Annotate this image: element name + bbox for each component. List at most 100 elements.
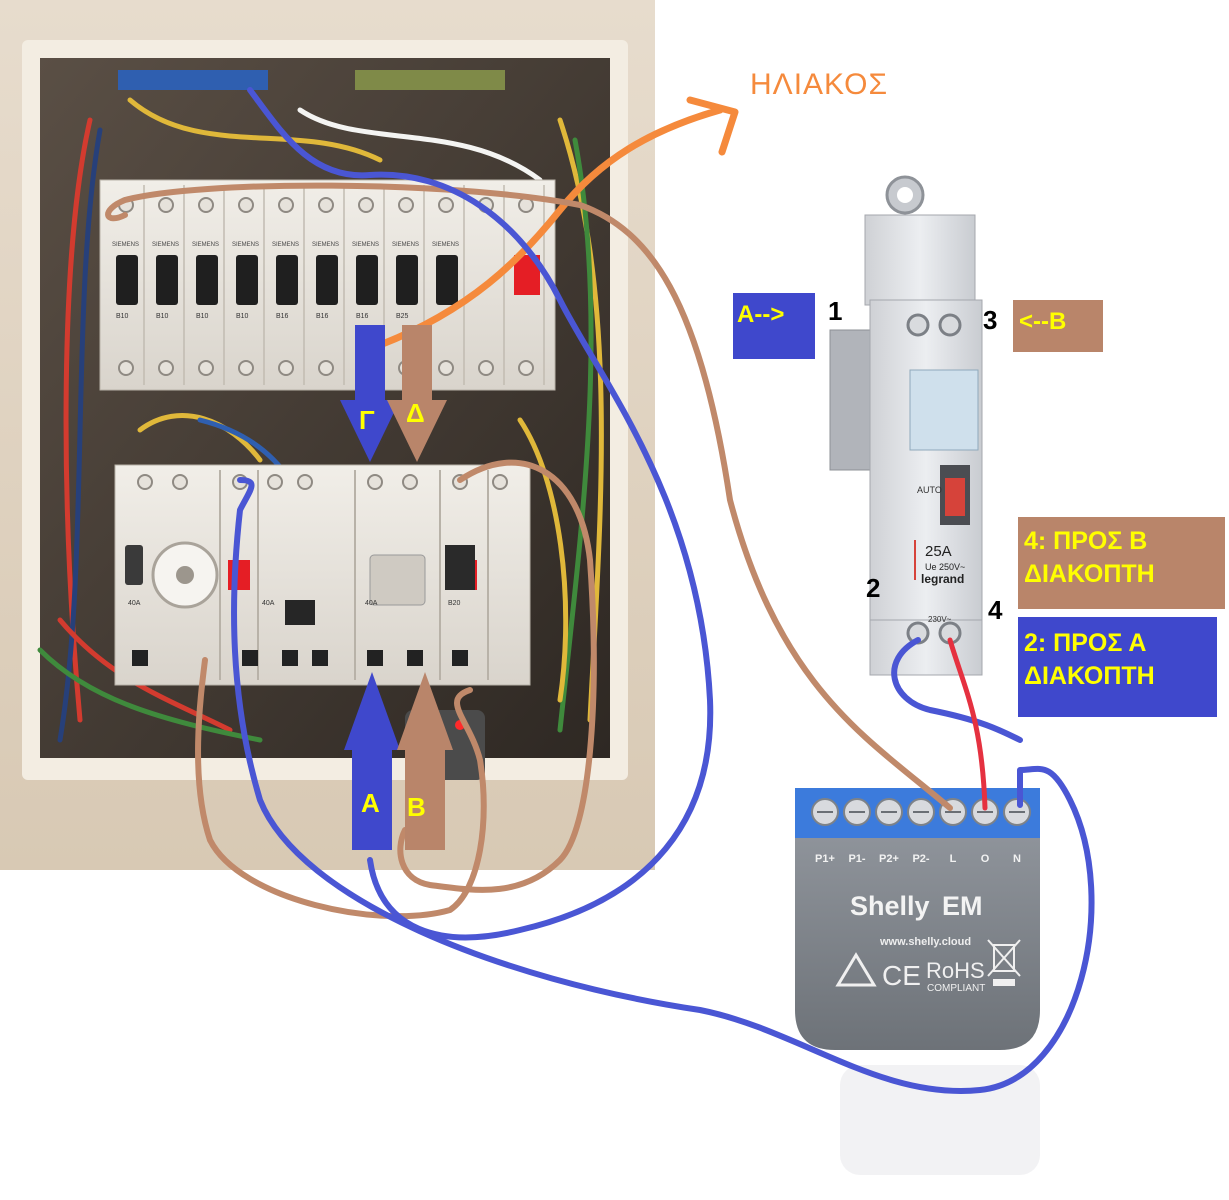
terminal-screw: [242, 650, 258, 666]
top-breaker: SIEMENS B10: [152, 185, 185, 385]
breaker-brand: SIEMENS: [392, 242, 419, 248]
arrow-b-label: B: [407, 792, 426, 822]
brown-wire-loop: [397, 459, 597, 893]
module-rating: 40A: [262, 600, 275, 607]
breaker-rating: B10: [156, 313, 169, 320]
module-rating: B20: [448, 600, 461, 607]
shelly-url: www.shelly.cloud: [879, 936, 971, 948]
breaker-rating: B10: [196, 313, 209, 320]
terminal-1-label: 1: [828, 296, 843, 326]
top-breakers: SIEMENSB10SIEMENSB10SIEMENSB10SIEMENSB10…: [112, 185, 545, 385]
label-to-a-switch-text: 2: ΠΡΟΣ Α ΔΙΑΚΟΠΤΗ: [1024, 629, 1155, 690]
terminal-screw: [452, 650, 468, 666]
breaker-brand: SIEMENS: [432, 242, 459, 248]
terminal-screw: [132, 650, 148, 666]
terminal-screw: [492, 474, 508, 490]
arrow-b: [397, 672, 453, 850]
shelly-ce: CE: [882, 960, 921, 991]
top-breaker: SIEMENS B16: [272, 185, 305, 385]
breaker-brand: SIEMENS: [152, 242, 179, 248]
contactor-coil: 230V~: [928, 615, 952, 624]
terminal-2-label: 2: [866, 573, 881, 603]
breaker-rating: B10: [236, 313, 249, 320]
blue-wire-to-a-switch: [891, 637, 1023, 743]
bottom-modules: [125, 470, 489, 680]
module-rating: 40A: [365, 600, 378, 607]
blue-wire-loop: [231, 477, 1095, 1094]
terminal-screw: [402, 474, 418, 490]
contactor-voltage: Ue 250V~: [925, 562, 965, 572]
shelly-compliant: COMPLIANT: [927, 983, 985, 994]
terminal-3-label: 3: [983, 305, 998, 335]
brown-wire-b: [105, 182, 953, 811]
label-b-in-text: <--B: [1019, 308, 1067, 335]
shelly-terminal-label: L: [950, 853, 957, 865]
breaker-brand: SIEMENS: [312, 242, 339, 248]
terminal-screw: [172, 474, 188, 490]
breaker-brand: SIEMENS: [272, 242, 299, 248]
arrow-a: [344, 672, 400, 850]
breaker-rating: B16: [356, 313, 369, 320]
top-breaker: SIEMENS B10: [192, 185, 225, 385]
breaker-rating: B16: [276, 313, 289, 320]
arrow-gamma: [340, 325, 400, 462]
warning-icon: [835, 952, 877, 987]
solar-label: ΗΛΙΑΚΟΣ: [750, 68, 889, 101]
shelly-terminal-label: P1-: [848, 853, 865, 865]
indicator-lamp-left: [228, 560, 250, 590]
top-breaker: [514, 185, 545, 385]
label-to-a-switch: 2: ΠΡΟΣ Α ΔΙΑΚΟΠΤΗ: [1018, 617, 1217, 717]
terminal-screw: [282, 650, 298, 666]
brown-wire-lower: [195, 657, 487, 920]
terminal-screw: [407, 650, 423, 666]
bottom-terminals: 40A 40A 40A B20: [128, 474, 508, 666]
label-b-in: <--B: [1013, 300, 1103, 352]
breaker-brand: SIEMENS: [192, 242, 219, 248]
contactor-brand: legrand: [921, 572, 964, 586]
shelly-brand: Shelly: [850, 891, 930, 921]
top-breaker: SIEMENS: [432, 185, 465, 385]
shelly-terminal-label: N: [1013, 853, 1021, 865]
blue-wire-neutral: [247, 87, 714, 941]
label-to-b-switch-text: 4: ΠΡΟΣ Β ΔΙΑΚΟΠΤΗ: [1024, 527, 1155, 588]
shelly-model: EM: [942, 891, 983, 921]
terminal-screw: [297, 474, 313, 490]
terminal-screw: [312, 650, 328, 666]
contactor-rating: 25A: [925, 543, 952, 560]
orange-arrow-head: [686, 96, 739, 156]
shelly-rohs: RoHS: [926, 958, 985, 983]
shelly-screws: [811, 798, 1031, 826]
terminal-screw: [267, 474, 283, 490]
shelly-terminal-label: O: [981, 853, 990, 865]
shelly-terminal-label: P1+: [815, 853, 835, 865]
breaker-brand: SIEMENS: [232, 242, 259, 248]
busbar-right: [355, 70, 505, 90]
module-rating: 40A: [128, 600, 141, 607]
top-breaker: SIEMENS B10: [232, 185, 265, 385]
contactor: AUTO 25A Ue 250V~ legrand 230V~: [829, 175, 983, 676]
breaker-rating: B25: [396, 313, 409, 320]
shelly-reflection: [840, 1065, 1040, 1175]
overlay-wires: [105, 87, 1095, 1094]
label-a-in-text: A-->: [737, 301, 785, 328]
main-switch: [369, 554, 426, 606]
terminal-4-label: 4: [988, 595, 1003, 625]
busbar-left: [118, 70, 268, 90]
label-to-b-switch: 4: ΠΡΟΣ Β ΔΙΑΚΟΠΤΗ: [1018, 517, 1225, 609]
arrow-gamma-label: Γ: [359, 405, 375, 435]
contactor-window: [909, 369, 979, 451]
terminal-screw: [367, 474, 383, 490]
big-arrows: [340, 325, 453, 850]
red-wire-o: [947, 637, 988, 811]
breaker-rating: B16: [316, 313, 329, 320]
arrow-delta-label: Δ: [406, 398, 425, 428]
panel-photo: SIEMENSB10SIEMENSB10SIEMENSB10SIEMENSB10…: [0, 0, 655, 870]
breaker-brand: SIEMENS: [352, 242, 379, 248]
terminal-screw: [367, 650, 383, 666]
shelly-terminal-label: P2-: [912, 853, 929, 865]
top-breaker: SIEMENS B16: [312, 185, 345, 385]
